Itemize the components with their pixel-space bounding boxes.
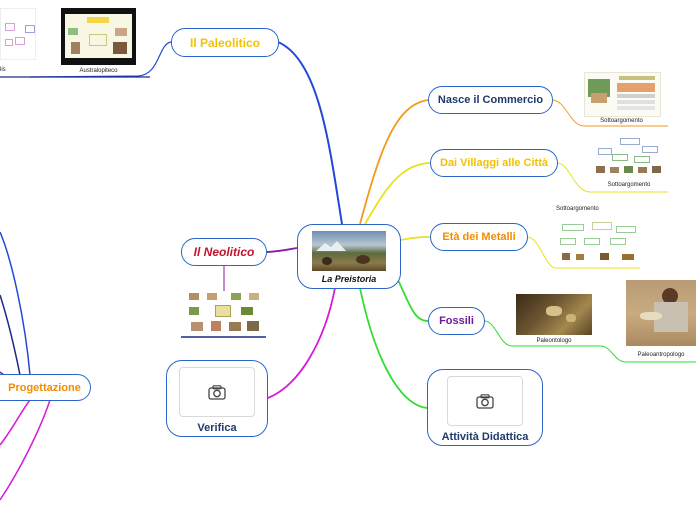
link-verifica [267,287,336,399]
node-villaggi[interactable]: Dai Villaggi alle Città [430,149,558,177]
verifica-image-placeholder [179,367,255,417]
node-neolitico[interactable]: Il Neolitico [181,238,267,266]
paleontologo-caption: Paleontologo [536,338,572,344]
link-fossili-sub2 [599,345,696,363]
paleoantropologo-caption: Paleoantropologo [637,352,685,358]
node-commercio-label: Nasce il Commercio [437,94,544,106]
link-paleolitico [277,41,343,225]
link-left-2 [0,294,21,376]
node-paleolitico[interactable]: Il Paleolitico [171,28,279,57]
link-left-1 [0,231,31,376]
link-metalli [399,236,431,241]
node-central[interactable]: La Preistoria [297,224,401,289]
australopiteco-caption: Australopiteco [79,68,118,74]
link-fossili [397,279,429,322]
camera-icon [476,393,494,409]
metalli-sub-caption: Sottoargomento [556,206,599,212]
link-commercio-sub [551,99,668,127]
node-fossili[interactable]: Fossili [428,307,485,335]
villaggi-sub-caption: Sottoargomento [607,182,651,188]
node-attivita-label: Attività Didattica [441,431,529,443]
node-neolitico-label: Il Neolitico [193,245,255,259]
central-label: La Preistoria [321,274,377,284]
link-left-5 [0,399,51,501]
australopiteco-image[interactable] [61,8,136,65]
villaggi-image[interactable] [590,136,668,179]
node-fossili-label: Fossili [439,315,474,327]
node-villaggi-label: Dai Villaggi alle Città [440,157,548,169]
link-neolitico [265,247,298,253]
partial-thumbnail[interactable] [0,8,36,60]
link-commercio [359,99,429,225]
central-image [312,231,386,271]
node-verifica-label: Verifica [197,422,237,434]
neolitico-image[interactable] [185,291,263,334]
node-progettazione[interactable]: Progettazione [0,374,91,401]
link-villaggi [364,162,431,225]
link-attivita [359,287,428,409]
link-metalli-sub [526,236,640,269]
node-verifica[interactable]: Verifica [166,360,268,437]
node-progettazione-label: Progettazione [8,381,81,394]
metalli-image[interactable] [556,220,640,266]
link-villaggi-sub [556,162,668,193]
link-fossili-sub1 [484,320,600,347]
camera-icon [208,384,226,400]
link-paleolitico-sub [29,41,172,78]
node-paleolitico-label: Il Paleolitico [189,35,261,50]
partial-left-caption: lis [0,67,6,73]
paleontologo-image[interactable] [516,294,592,335]
commercio-sub-caption: Sottoargomento [600,118,643,124]
node-attivita[interactable]: Attività Didattica [427,369,543,446]
commercio-image[interactable] [584,72,661,117]
node-metalli-label: Età dei Metalli [442,231,516,243]
node-metalli[interactable]: Età dei Metalli [430,223,528,251]
paleoantropologo-image[interactable] [626,280,696,346]
node-commercio[interactable]: Nasce il Commercio [428,86,553,114]
attivita-image-placeholder [447,376,523,426]
link-left-4 [0,399,31,446]
